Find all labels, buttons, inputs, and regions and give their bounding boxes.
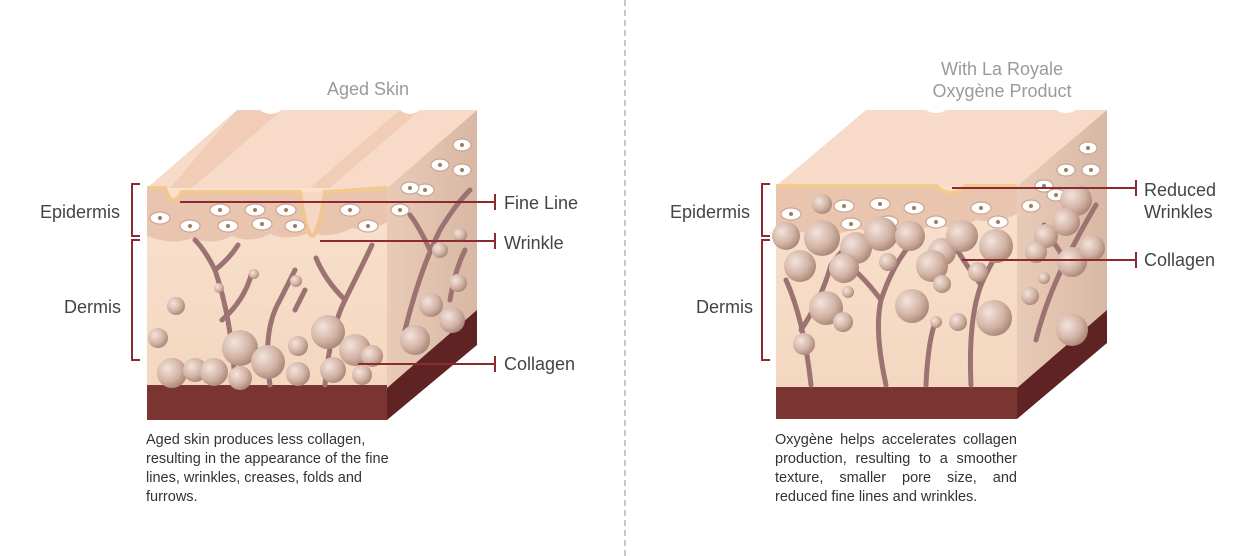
reduced-wrinkles-callout: Reduced Wrinkles	[1144, 179, 1216, 223]
callout-leaders	[180, 194, 496, 372]
treated-skin-panel: With La Royale Oxygène Product Epidermis…	[626, 0, 1249, 556]
reduced-wrinkles-line2: Wrinkles	[1144, 202, 1213, 222]
collagen-fibers	[772, 184, 1105, 355]
aged-skin-title: Aged Skin	[326, 79, 410, 99]
dermis-label: Dermis	[696, 297, 753, 317]
fine-line-callout: Fine Line	[504, 193, 579, 213]
block-base	[147, 385, 387, 420]
collagen-callout: Collagen	[504, 354, 576, 374]
epidermis-label: Epidermis	[40, 202, 121, 222]
dermis-label: Dermis	[64, 297, 121, 317]
treated-skin-title-line1: With La Royale	[940, 59, 1064, 79]
treated-skin-diagram	[761, 110, 1137, 419]
collagen-callout: Collagen	[1144, 250, 1216, 270]
block-top-face	[776, 110, 1107, 186]
layer-brackets	[131, 183, 140, 361]
callout-leaders	[952, 180, 1137, 268]
aged-skin-panel: Aged Skin Epidermis Dermis Fine Line Wri…	[0, 0, 624, 556]
treated-skin-title: With La Royale Oxygène Product	[902, 58, 1102, 102]
wrinkle-callout: Wrinkle	[504, 233, 564, 253]
aged-skin-diagram	[131, 110, 496, 420]
treated-skin-caption: Oxygène helps accelerates collagen produ…	[775, 432, 1017, 505]
reduced-wrinkles-line1: Reduced	[1144, 180, 1217, 200]
epidermis-label: Epidermis	[670, 202, 751, 222]
aged-skin-caption: Aged skin produces less collagen, result…	[146, 432, 389, 505]
block-base	[776, 387, 1017, 419]
treated-skin-title-line2: Oxygène Product	[932, 81, 1072, 101]
panel-divider	[624, 0, 626, 556]
collagen-fibers	[148, 228, 467, 390]
layer-brackets	[761, 183, 770, 361]
